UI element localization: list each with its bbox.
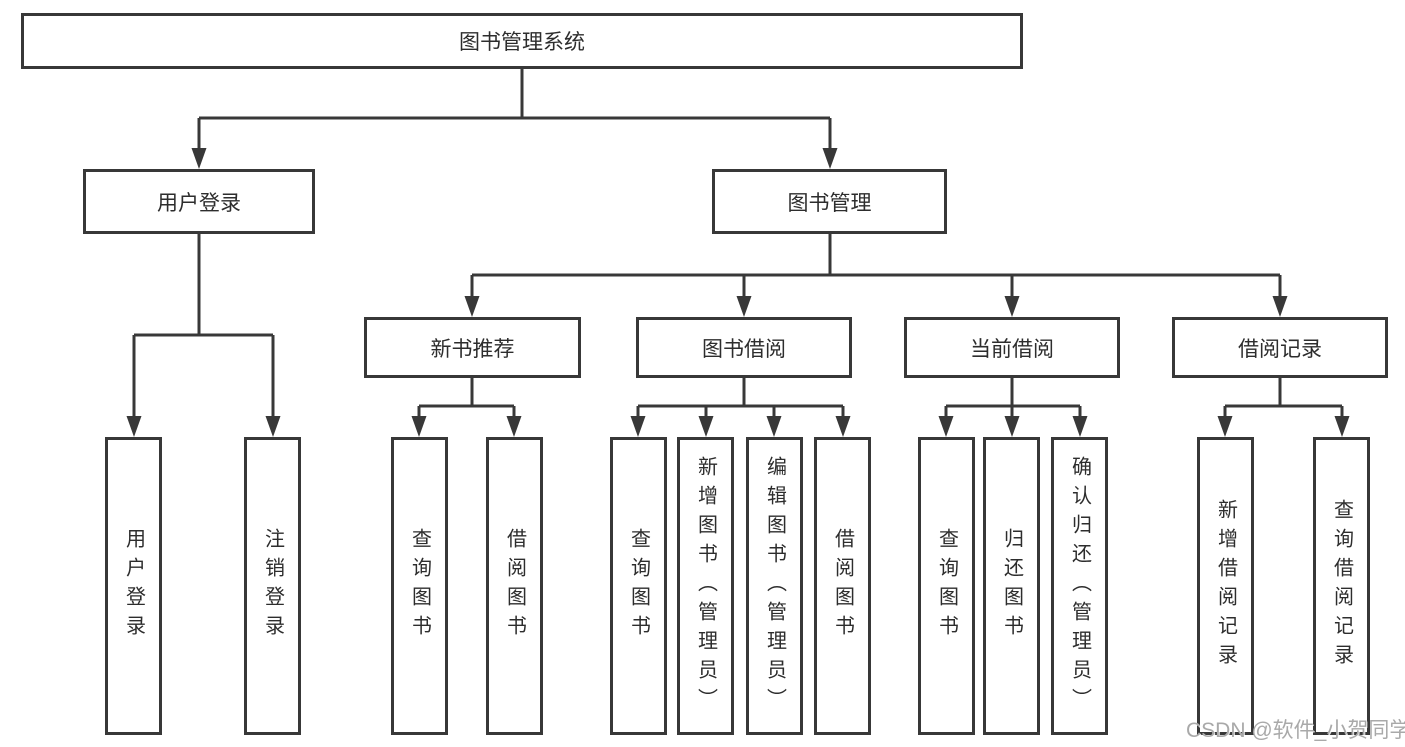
- leaf-user-login: 用户登录: [105, 437, 162, 735]
- connector-borrow-to-leaves: [630, 378, 851, 437]
- leaf-query-books-2: 查询图书: [610, 437, 667, 735]
- leaf-borrow-books-1-label: 借阅图书: [503, 528, 526, 644]
- leaf-borrow-books-2: 借阅图书: [814, 437, 871, 735]
- leaf-edit-books-admin-label: 编辑图书（管理员）: [763, 455, 786, 717]
- leaf-query-books-3-label: 查询图书: [935, 528, 958, 644]
- arrowhead-down-icon: [698, 416, 714, 437]
- connector-current-to-leaves: [938, 378, 1088, 437]
- arrowhead-down-icon: [1272, 296, 1288, 317]
- leaf-query-books-1: 查询图书: [391, 437, 448, 735]
- leaf-confirm-return-admin-label: 确认归还（管理员）: [1068, 455, 1091, 717]
- leaf-logout: 注销登录: [244, 437, 301, 735]
- leaf-confirm-return-admin: 确认归还（管理员）: [1051, 437, 1108, 735]
- connector-login-to-leaves: [126, 234, 281, 437]
- arrowhead-down-icon: [736, 296, 752, 317]
- node-borrow-records: 借阅记录: [1172, 317, 1388, 378]
- arrowhead-down-icon: [835, 416, 851, 437]
- connector-newbooks-to-leaves: [411, 378, 522, 437]
- leaf-return-books-label: 归还图书: [1000, 528, 1023, 644]
- arrowhead-down-icon: [1004, 296, 1020, 317]
- leaf-add-books-admin-label: 新增图书（管理员）: [694, 455, 717, 717]
- arrowhead-down-icon: [1004, 416, 1020, 437]
- leaf-logout-label: 注销登录: [261, 528, 284, 644]
- connector-manage-to-sections: [464, 234, 1288, 317]
- leaf-query-borrow-record: 查询借阅记录: [1313, 437, 1370, 735]
- arrowhead-down-icon: [1217, 416, 1233, 437]
- arrowhead-down-icon: [265, 416, 281, 437]
- leaf-add-borrow-record-label: 新增借阅记录: [1214, 499, 1237, 673]
- leaf-query-borrow-record-label: 查询借阅记录: [1330, 499, 1353, 673]
- connector-root-to-level2: [191, 69, 838, 169]
- arrowhead-down-icon: [766, 416, 782, 437]
- leaf-return-books: 归还图书: [983, 437, 1040, 735]
- leaf-add-borrow-record: 新增借阅记录: [1197, 437, 1254, 735]
- arrowhead-down-icon: [1334, 416, 1350, 437]
- connector-records-to-leaves: [1217, 378, 1350, 437]
- arrowhead-down-icon: [506, 416, 522, 437]
- leaf-query-books-3: 查询图书: [918, 437, 975, 735]
- arrowhead-down-icon: [126, 416, 142, 437]
- node-book-borrow: 图书借阅: [636, 317, 852, 378]
- node-root: 图书管理系统: [21, 13, 1023, 69]
- leaf-query-books-2-label: 查询图书: [627, 528, 650, 644]
- arrowhead-down-icon: [191, 148, 207, 169]
- leaf-add-books-admin: 新增图书（管理员）: [677, 437, 734, 735]
- node-new-books: 新书推荐: [364, 317, 581, 378]
- leaf-edit-books-admin: 编辑图书（管理员）: [746, 437, 803, 735]
- arrowhead-down-icon: [630, 416, 646, 437]
- csdn-watermark: CSDN @软件_小贺同学: [1186, 719, 1405, 742]
- arrowhead-down-icon: [411, 416, 427, 437]
- leaf-borrow-books-2-label: 借阅图书: [831, 528, 854, 644]
- node-current-borrow: 当前借阅: [904, 317, 1120, 378]
- leaf-user-login-label: 用户登录: [122, 528, 145, 644]
- arrowhead-down-icon: [1072, 416, 1088, 437]
- node-user-login: 用户登录: [83, 169, 315, 234]
- leaf-query-books-1-label: 查询图书: [408, 528, 431, 644]
- node-book-manage: 图书管理: [712, 169, 947, 234]
- leaf-borrow-books-1: 借阅图书: [486, 437, 543, 735]
- arrowhead-down-icon: [822, 148, 838, 169]
- arrowhead-down-icon: [464, 296, 480, 317]
- arrowhead-down-icon: [938, 416, 954, 437]
